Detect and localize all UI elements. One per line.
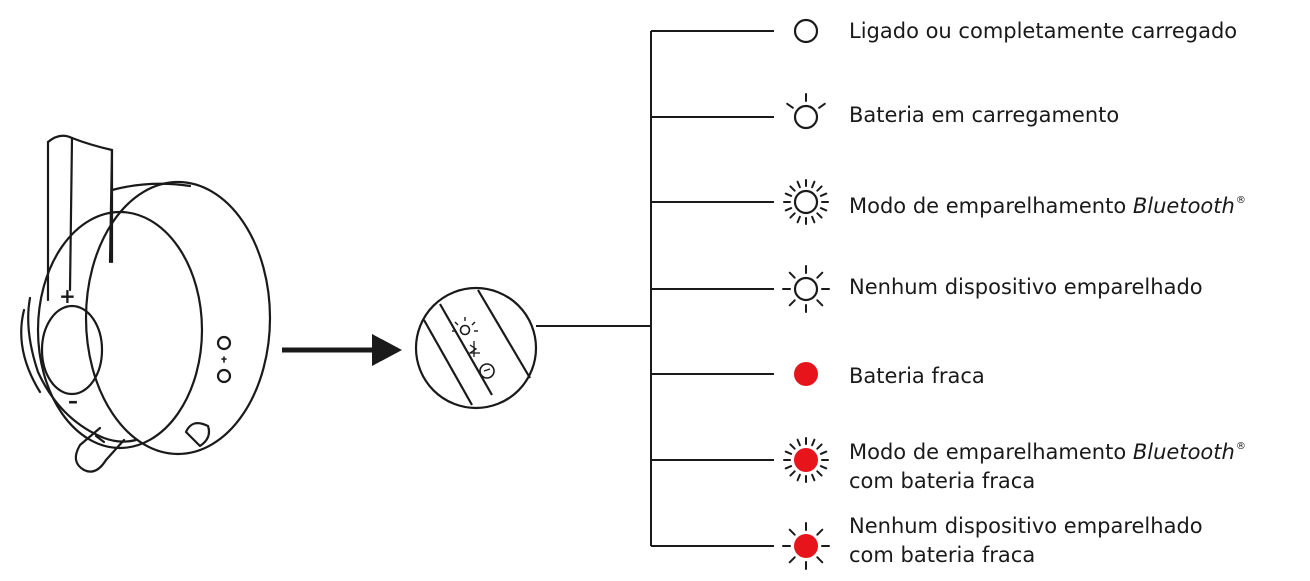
- legend-item-pairing-low: Modo de emparelhamento Bluetooth® com ba…: [849, 432, 1246, 496]
- led-pulsing-icon: [786, 93, 826, 130]
- legend-text-line2: com bateria fraca: [849, 543, 1036, 567]
- legend-text: Nenhum dispositivo emparelhado: [849, 514, 1203, 538]
- legend-item-no-device: Nenhum dispositivo emparelhado: [849, 273, 1203, 302]
- led-off-icon: [793, 18, 819, 44]
- legend-text: Bateria em carregamento: [849, 103, 1120, 127]
- volume-down-label: –: [68, 389, 78, 413]
- legend-text: Ligado ou completamente carregado: [849, 19, 1238, 43]
- bluetooth-brand: Bluetooth: [1132, 194, 1235, 218]
- led-red-fast-blink-icon: [783, 437, 829, 483]
- legend-item-on: Ligado ou completamente carregado: [849, 17, 1237, 46]
- headset-illustration: [20, 134, 272, 473]
- bluetooth-brand: Bluetooth: [1132, 440, 1235, 464]
- registered-mark: ®: [1235, 441, 1246, 452]
- legend-text: Modo de emparelhamento: [849, 194, 1133, 218]
- led-red-slow-blink-icon: [782, 522, 830, 570]
- legend-text: Modo de emparelhamento: [849, 440, 1133, 464]
- led-fast-blink-icon: [783, 179, 829, 225]
- legend-item-low-battery: Bateria fraca: [849, 362, 985, 391]
- legend-text: Bateria fraca: [849, 364, 985, 388]
- legend-item-pairing: Modo de emparelhamento Bluetooth®: [849, 186, 1246, 221]
- volume-up-label: +: [59, 284, 76, 308]
- arrow-right-icon: [282, 334, 402, 366]
- legend-text: Nenhum dispositivo emparelhado: [849, 275, 1203, 299]
- legend-item-charging: Bateria em carregamento: [849, 101, 1119, 130]
- led-slow-blink-icon: [782, 265, 830, 313]
- legend-item-no-device-low: Nenhum dispositivo emparelhado com bater…: [849, 512, 1203, 570]
- registered-mark: ®: [1235, 195, 1246, 206]
- legend-text-line2: com bateria fraca: [849, 469, 1036, 493]
- zoom-detail: [414, 286, 538, 410]
- led-red-solid-icon: [794, 362, 818, 386]
- connector-lines: [536, 30, 774, 547]
